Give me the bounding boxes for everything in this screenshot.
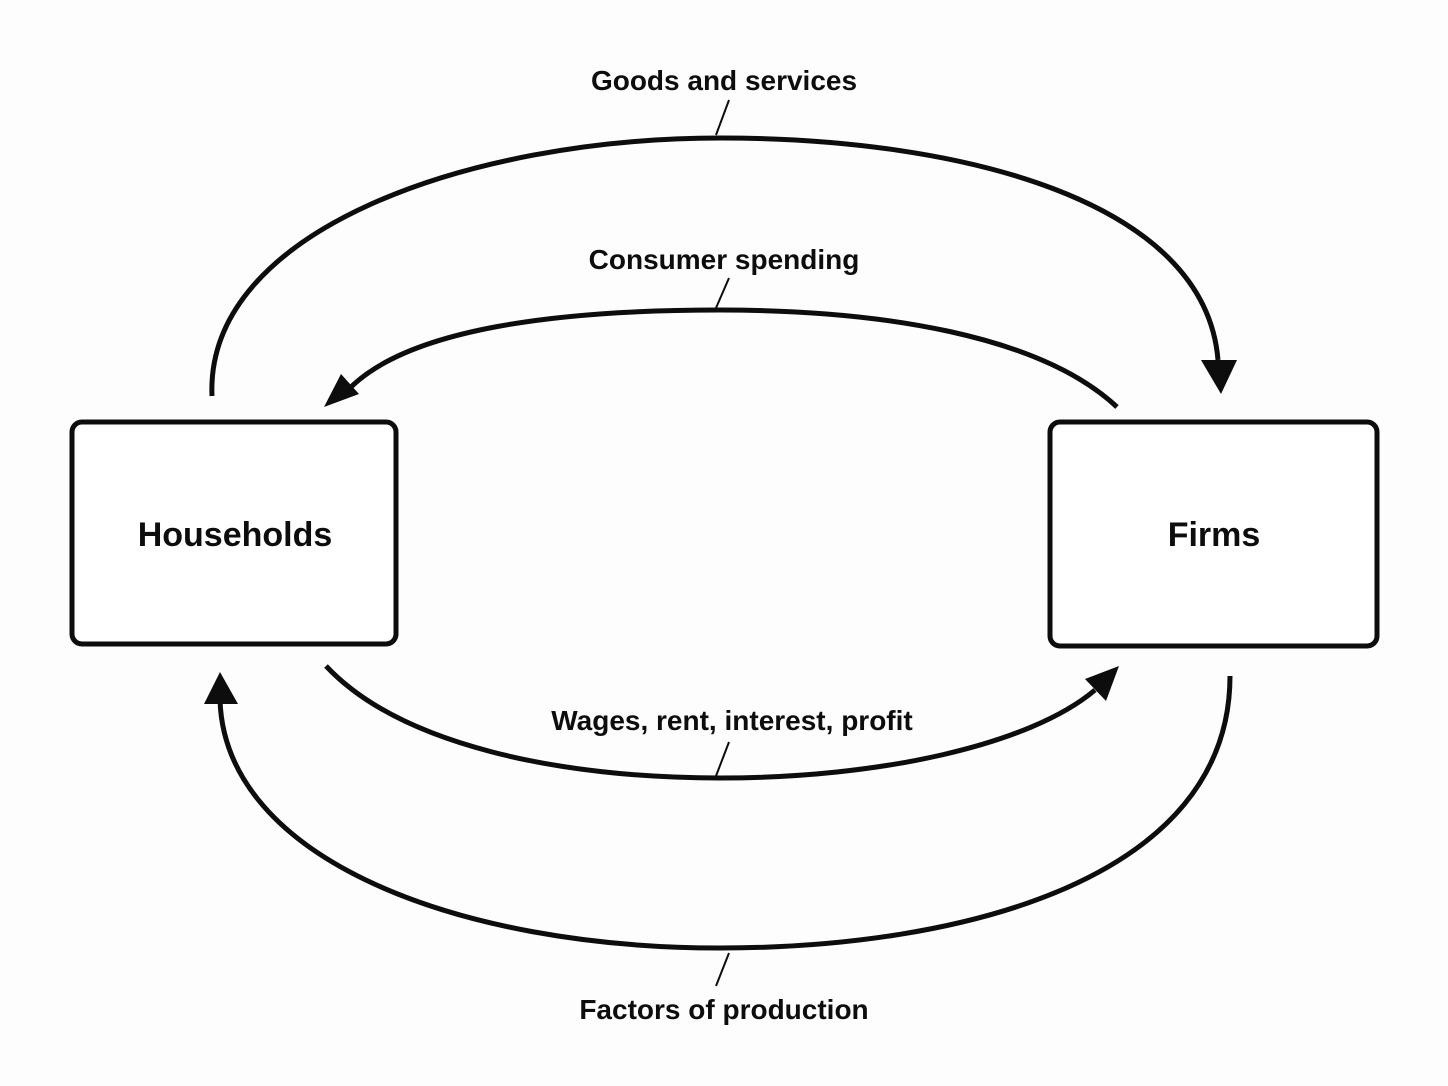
- goods-services-arrowhead: [1201, 360, 1237, 394]
- firms-label: Firms: [1168, 516, 1261, 554]
- goods-services-label: Goods and services: [591, 65, 857, 96]
- wages-rent-flow-arrow: [324, 664, 1097, 781]
- factors-production-label: Factors of production: [579, 994, 868, 1025]
- factors-production-arrowhead: [204, 672, 238, 704]
- households-box: [69, 419, 399, 647]
- goods-services-leader-line: [715, 99, 730, 136]
- wages-rent-arrowhead: [1085, 666, 1119, 701]
- consumer-spending-leader-line: [715, 277, 730, 309]
- consumer-spending-flow-arrow: [348, 307, 1119, 409]
- consumer-spending-label: Consumer spending: [589, 244, 860, 275]
- households-label: Households: [138, 516, 333, 554]
- firms-box: [1047, 419, 1380, 649]
- goods-services-flow-arrow: [209, 135, 1221, 397]
- factors-production-flow-arrow: [217, 675, 1233, 951]
- factors-production-leader-line: [715, 952, 730, 987]
- wages-rent-label: Wages, rent, interest, profit: [551, 705, 912, 736]
- consumer-spending-arrowhead: [324, 374, 359, 407]
- wages-rent-leader-line: [715, 741, 730, 777]
